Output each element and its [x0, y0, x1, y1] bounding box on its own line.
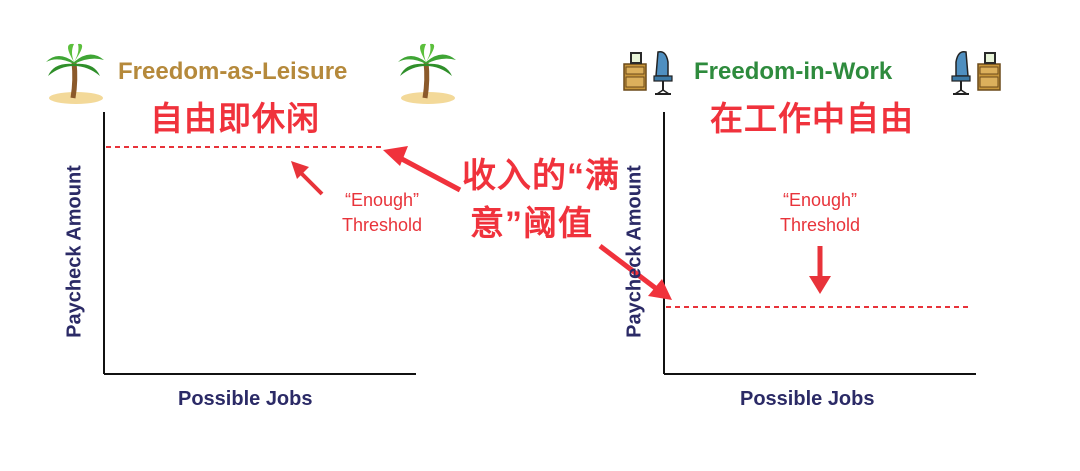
left-threshold-arrow [291, 161, 324, 196]
right-threshold-label: “Enough” Threshold [750, 188, 890, 238]
palm-tree-icon [46, 43, 104, 104]
left-x-axis-label: Possible Jobs [178, 388, 313, 410]
center-arrow-to-right-threshold [598, 244, 672, 300]
left-threshold-label-line1: “Enough” [344, 190, 420, 210]
right-y-axis-label: Paycheck Amount [623, 165, 646, 338]
desk-chair-icon [623, 50, 673, 95]
right-x-axis-label: Possible Jobs [740, 388, 875, 410]
right-threshold-arrow [809, 246, 831, 294]
palm-tree-icon [398, 43, 456, 104]
left-threshold-label-line2: Threshold [341, 215, 423, 235]
right-threshold-label-line1: “Enough” [782, 190, 858, 210]
left-threshold-label: “Enough” Threshold [312, 188, 452, 238]
left-y-axis-label: Paycheck Amount [63, 165, 86, 338]
right-panel-title: Freedom-in-Work [694, 58, 893, 85]
right-chinese-title: 在工作中自由 [710, 100, 914, 137]
center-annotation-line2: 意”阈值 [470, 205, 593, 243]
desk-chair-icon [951, 50, 1001, 95]
right-threshold-label-line2: Threshold [779, 215, 861, 235]
left-panel-title: Freedom-as-Leisure [118, 58, 348, 85]
center-arrow-to-left-threshold [383, 146, 462, 193]
center-annotation-line1: 收入的“满 [462, 157, 620, 195]
left-chinese-title: 自由即休闲 [150, 100, 320, 137]
